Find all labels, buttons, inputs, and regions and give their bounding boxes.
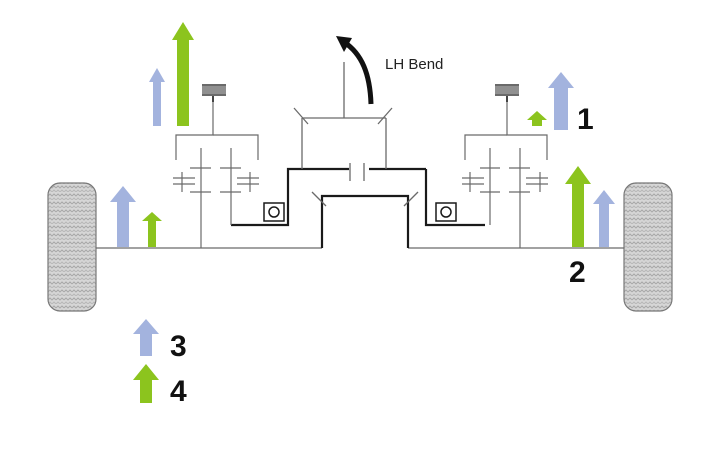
blue-arrow-icon bbox=[110, 186, 136, 247]
left-brake-actuator-icon bbox=[202, 84, 226, 102]
callout-2: 2 bbox=[569, 256, 586, 289]
force-arrows bbox=[110, 22, 615, 403]
legend-green-arrow-icon bbox=[133, 364, 159, 403]
lh-bend-label: LH Bend bbox=[385, 56, 443, 73]
bevel-gear bbox=[293, 62, 419, 207]
differential-housing bbox=[231, 167, 485, 248]
callout-1: 1 bbox=[577, 103, 594, 136]
right-brake-actuator-icon bbox=[495, 84, 519, 102]
blue-arrow-icon bbox=[593, 190, 615, 247]
green-arrow-icon bbox=[142, 212, 162, 247]
right-clutch-pack bbox=[462, 100, 548, 248]
legend-blue-arrow-icon bbox=[133, 319, 159, 356]
blue-arrow-icon bbox=[149, 68, 165, 126]
green-arrow-icon bbox=[172, 22, 194, 126]
green-arrow-icon bbox=[527, 111, 547, 126]
left-clutch-pack bbox=[173, 100, 259, 248]
left-wheel-icon bbox=[47, 182, 97, 312]
lh-bend-arrow-icon bbox=[336, 36, 374, 105]
blue-arrow-icon bbox=[548, 72, 574, 130]
legend-label-3: 3 bbox=[170, 330, 187, 363]
left-bearing-icon bbox=[263, 202, 285, 222]
right-wheel-icon bbox=[623, 182, 673, 312]
green-arrow-icon bbox=[565, 166, 591, 247]
right-bearing-icon bbox=[435, 202, 457, 222]
legend-label-4: 4 bbox=[170, 375, 187, 408]
